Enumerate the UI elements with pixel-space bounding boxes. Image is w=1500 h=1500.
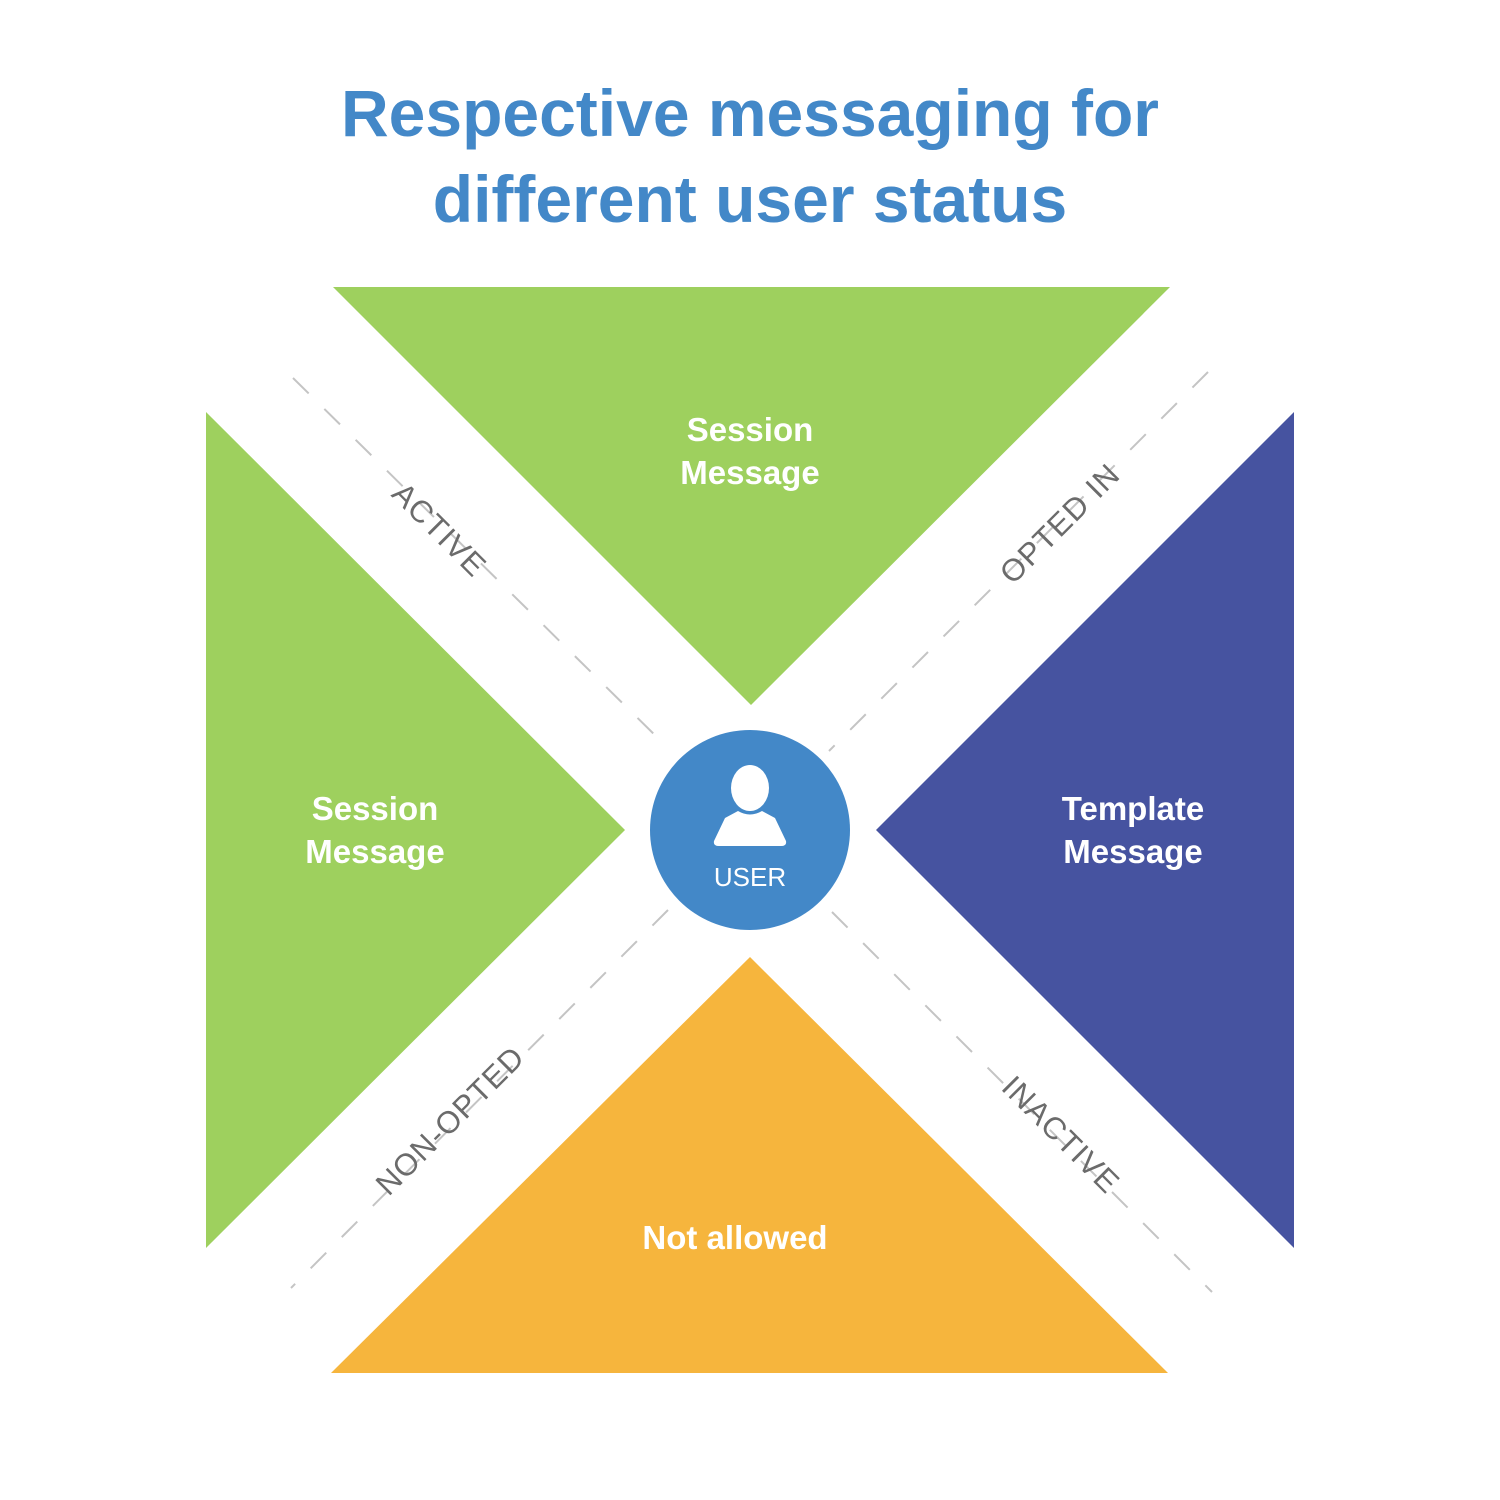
user-icon bbox=[713, 765, 787, 846]
top-quadrant-line-1: Session bbox=[686, 411, 814, 448]
left-quadrant-line-1: Session bbox=[311, 790, 439, 827]
left-quadrant-line-2: Message bbox=[305, 833, 445, 870]
right-quadrant-label: Template Message bbox=[983, 787, 1283, 873]
right-quadrant-line-1: Template bbox=[1061, 790, 1205, 827]
page-title: Respective messaging for different user … bbox=[0, 70, 1500, 242]
triangle-right-template bbox=[876, 412, 1294, 1248]
bottom-quadrant-label: Not allowed bbox=[585, 1216, 885, 1259]
triangle-left-session bbox=[206, 412, 625, 1248]
left-quadrant-label: Session Message bbox=[225, 787, 525, 873]
triangle-top-session bbox=[333, 287, 1170, 705]
dashed-line-opted-in bbox=[828, 371, 1209, 752]
top-quadrant-line-2: Message bbox=[680, 454, 820, 491]
dashed-line-inactive bbox=[831, 911, 1213, 1293]
user-node[interactable]: USER bbox=[650, 730, 850, 930]
dashed-line-non-opted bbox=[290, 909, 669, 1289]
title-line-1: Respective messaging for bbox=[341, 76, 1159, 150]
title-line-2: different user status bbox=[432, 162, 1068, 236]
right-quadrant-line-2: Message bbox=[1063, 833, 1203, 870]
bottom-quadrant-line-1: Not allowed bbox=[642, 1219, 828, 1256]
user-label: USER bbox=[713, 862, 787, 892]
top-quadrant-label: Session Message bbox=[600, 408, 900, 494]
triangle-bottom-not-allowed bbox=[331, 957, 1168, 1373]
